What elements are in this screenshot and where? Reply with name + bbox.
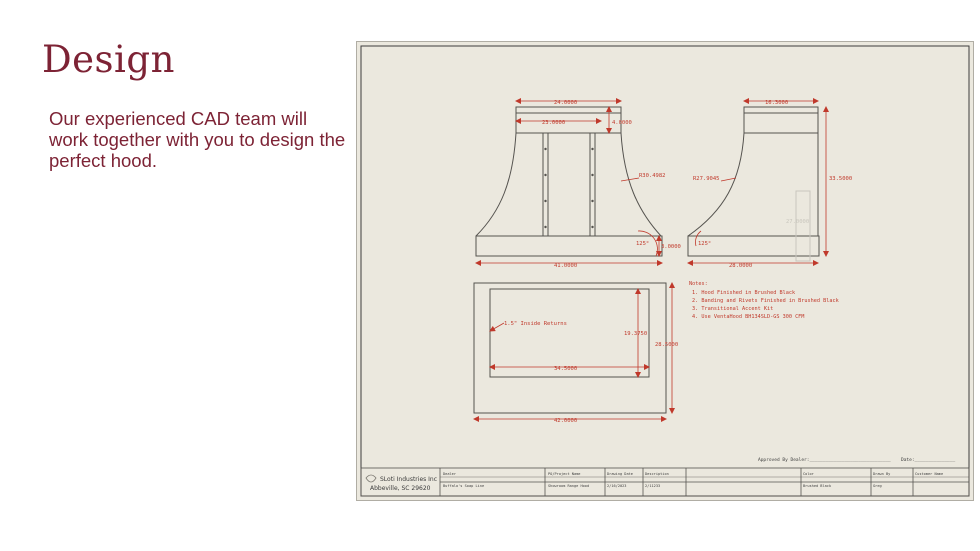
note-item: 1. Hood Finished in Brushed Black — [692, 290, 796, 296]
dim-plan-outer-width: 42.0000 — [554, 418, 577, 424]
title-block — [360, 467, 970, 497]
front-rivets — [544, 147, 594, 229]
dim-plan-inner-width: 34.5000 — [554, 366, 577, 372]
dim-side-top: 16.3000 — [765, 100, 788, 106]
drawing-sheet — [356, 41, 974, 501]
dim-radius-side: R27.9045 — [693, 176, 720, 182]
dim-height: 33.5000 — [829, 176, 852, 182]
dim-side-faint: 27.0000 — [786, 219, 809, 225]
company-location: Abbeville, SC 29620 — [370, 485, 431, 492]
dim-plan-inner-depth: 19.3750 — [624, 331, 647, 337]
side-view — [687, 106, 820, 262]
dimension-labels: 24.0000 23.0000 4.0000 R30.4982 125° 3.0… — [504, 100, 852, 424]
dim-top-width: 24.0000 — [554, 100, 577, 106]
tb-header-drawn-by: Drawn By — [873, 472, 891, 476]
tb-header-date: Drawing Date — [607, 472, 633, 476]
dim-angle-side: 125° — [698, 241, 711, 247]
slide-body-text: Our experienced CAD team will work toget… — [49, 108, 346, 171]
approved-by-dealer: Approved By Dealer:_____________________… — [758, 457, 891, 463]
dim-inside-returns: 1.5" Inside Returns — [504, 321, 567, 327]
slide-title: Design — [42, 38, 175, 81]
note-item: 4. Use VentaHood BH134SLD-GS 300 CFM — [692, 314, 804, 320]
dim-bottom-width: 41.0000 — [554, 263, 577, 269]
dimension-lines — [473, 98, 829, 422]
drawing-notes: Notes: 1. Hood Finished in Brushed Black… — [689, 281, 840, 320]
note-item: 2. Banding and Rivets Finished in Brushe… — [692, 298, 840, 304]
approval-date: Date:_______________ — [901, 457, 955, 463]
tb-header-project: PO/Project Name — [548, 472, 580, 476]
tb-value-color: Brushed Black — [803, 484, 832, 488]
dim-band-height: 3.0000 — [661, 244, 681, 250]
dim-side-bottom: 28.0000 — [729, 263, 752, 269]
note-item: 3. Transitional Accent Kit — [692, 306, 773, 312]
notes-heading: Notes: — [689, 281, 708, 287]
tb-value-date: 2/16/2023 — [607, 484, 626, 488]
front-view — [475, 106, 663, 257]
tb-value-drawn-by: Greg — [873, 484, 882, 488]
tb-header-customer: Customer Name — [915, 472, 943, 476]
dim-collar-height: 4.0000 — [612, 120, 632, 126]
cad-drawing: 24.0000 23.0000 4.0000 R30.4982 125° 3.0… — [356, 41, 974, 501]
tb-header-color: Color — [803, 472, 815, 476]
dim-radius-front: R30.4982 — [639, 173, 666, 179]
company-logo — [365, 474, 377, 483]
tb-value-description: 2/11233 — [645, 484, 660, 488]
approval-line: Approved By Dealer:_____________________… — [758, 457, 955, 463]
company-name: SLoti Industries Inc — [380, 476, 437, 483]
tb-value-project: Showroom Range Hood — [548, 484, 589, 488]
dim-inner-width: 23.0000 — [542, 120, 565, 126]
dim-angle-front: 125° — [636, 241, 649, 247]
tb-value-dealer: Buffalo's Soap Line — [443, 484, 484, 488]
tb-header-dealer: Dealer — [443, 472, 457, 476]
dim-plan-outer-depth: 28.5000 — [655, 342, 678, 348]
plan-view — [473, 282, 667, 414]
tb-header-description: Description — [645, 472, 669, 476]
